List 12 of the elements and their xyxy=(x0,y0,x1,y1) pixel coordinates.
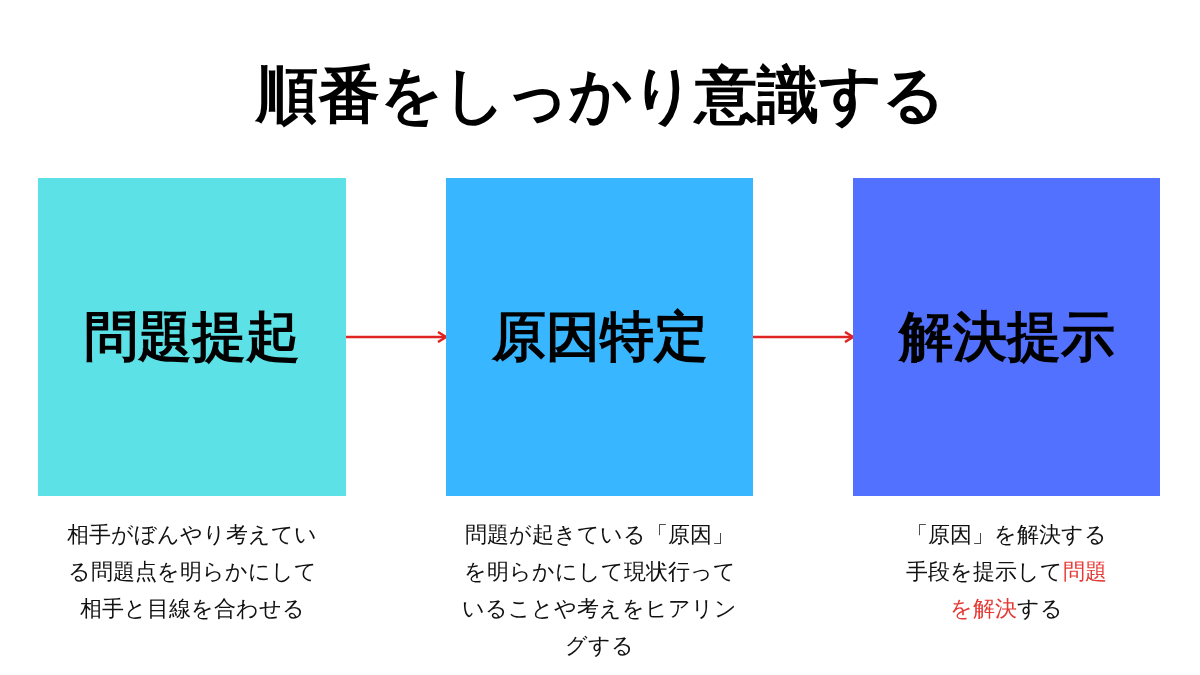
arrow xyxy=(346,330,448,344)
arrow xyxy=(753,330,855,344)
box-heading: 原因特定 xyxy=(491,303,708,370)
process-box xyxy=(853,178,1160,496)
node-label: 「原因」を解決する手段を提示して問題を解決する xyxy=(905,521,1108,623)
process-box xyxy=(446,178,753,496)
node-label: 問題が起きている「原因」を明らかにして現状行っていることや考えをヒアリングする xyxy=(461,521,738,660)
node-label: 相手がぼんやり考えている問題点を明らかにして相手と目線を合わせる xyxy=(66,521,318,623)
box-heading: 問題提起 xyxy=(84,303,300,370)
process-box xyxy=(38,178,346,496)
title: 順番をしっかり意識する xyxy=(254,57,946,133)
box-heading: 解決提示 xyxy=(898,303,1115,370)
